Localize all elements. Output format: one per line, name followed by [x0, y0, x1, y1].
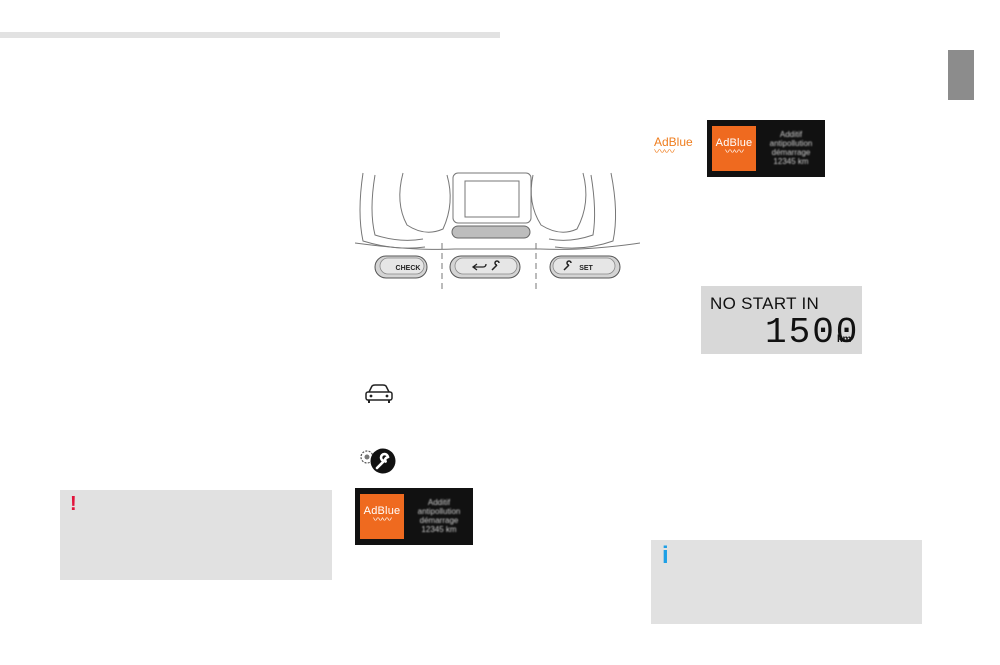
adblue-message: Additif antipollution démarrage 12345 km — [769, 130, 813, 166]
warning-note-box — [60, 490, 332, 580]
adblue-badge-label: AdBlue — [715, 137, 753, 149]
adblue-logo-wave-icon: 〰〰 — [654, 146, 675, 158]
no-start-unit: km — [837, 334, 852, 345]
info-note-box — [651, 540, 922, 624]
adblue-logo-text: AdBlue — [654, 135, 693, 149]
instrument-panel-illustration: CHECK SET — [355, 172, 640, 291]
adblue-display-left: AdBlue 〰〰 Additif antipollution démarrag… — [355, 488, 473, 545]
adblue-message: Additif antipollution démarrage 12345 km — [417, 498, 461, 534]
back-wrench-button-shape — [449, 255, 521, 279]
adblue-warning-icon: AdBlue 〰〰 — [654, 135, 693, 158]
adblue-badge: AdBlue 〰〰 — [360, 494, 404, 539]
service-wrench-icon — [360, 448, 396, 474]
adblue-wave-icon: 〰〰 — [725, 147, 744, 158]
header-rule — [0, 32, 500, 38]
check-button-shape — [374, 255, 428, 279]
set-button-label: SET — [579, 265, 593, 272]
chapter-tab — [948, 50, 974, 100]
adblue-badge: AdBlue 〰〰 — [712, 126, 756, 171]
info-icon: i — [662, 542, 669, 569]
no-start-label: NO START IN — [710, 294, 820, 313]
adblue-wave-icon: 〰〰 — [373, 515, 392, 526]
car-icon — [365, 384, 393, 403]
no-start-display: NO START IN 1500 km — [701, 286, 862, 354]
no-start-value: 1500 — [765, 312, 860, 353]
adblue-display-right: AdBlue 〰〰 Additif antipollution démarrag… — [707, 120, 825, 177]
set-button-shape — [549, 255, 621, 279]
warning-icon: ! — [70, 493, 77, 515]
check-button-label: CHECK — [396, 265, 421, 272]
adblue-badge-label: AdBlue — [363, 505, 401, 517]
